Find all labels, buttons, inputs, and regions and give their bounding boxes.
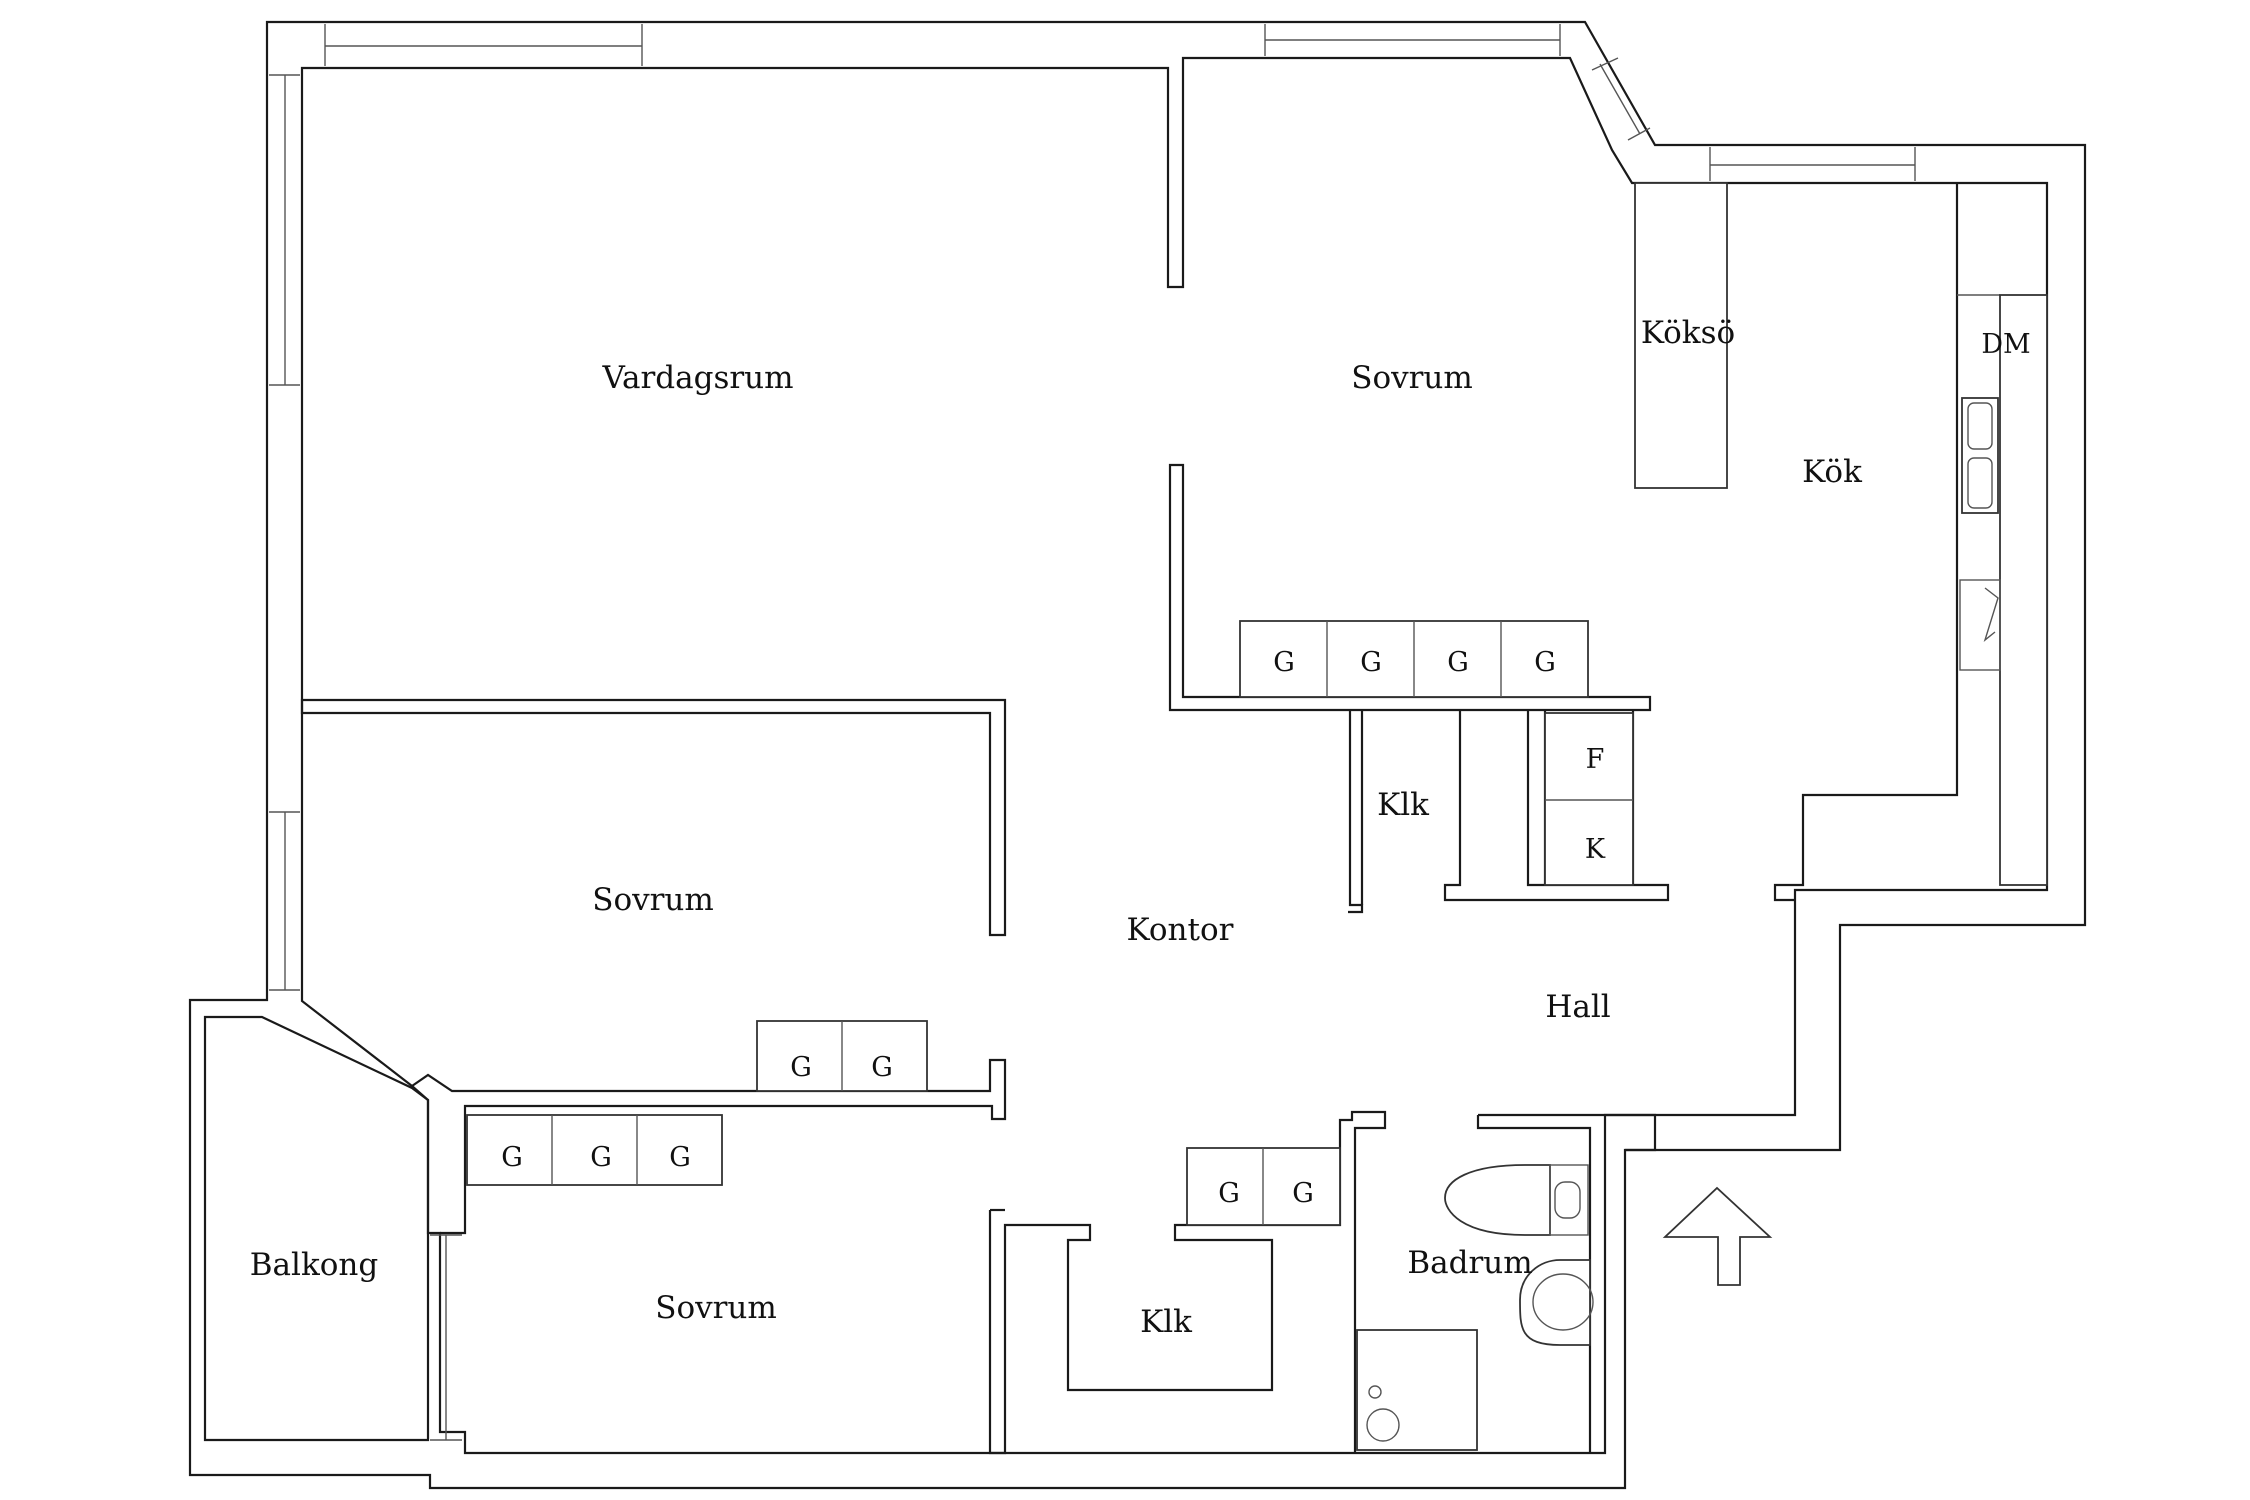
label-sovrum-bottom: Sovrum — [655, 1290, 777, 1326]
wardrobe-label: G — [1292, 1178, 1314, 1209]
outer-walls — [188, 20, 2087, 1490]
label-dm: DM — [1981, 329, 2030, 360]
wardrobe-label: G — [669, 1142, 691, 1173]
wardrobe-lower-bedroom-row — [466, 1114, 723, 1186]
dishwasher — [1999, 294, 2048, 886]
label-kontor: Kontor — [1127, 912, 1234, 948]
washbasin — [1519, 1259, 1591, 1346]
wardrobe-label: G — [1273, 647, 1295, 678]
label-balkong: Balkong — [250, 1247, 378, 1283]
label-k: K — [1585, 834, 1606, 865]
wardrobe-fk — [1544, 712, 1634, 886]
label-badrum: Badrum — [1407, 1245, 1532, 1281]
bathroom-fixtures — [1356, 1164, 1594, 1451]
wardrobe-bedroom-row — [756, 1020, 928, 1092]
wardrobe-label: G — [501, 1142, 523, 1173]
wardrobe-label: G — [871, 1052, 893, 1083]
label-koksoe: Köksö — [1641, 315, 1735, 351]
label-sovrum-middle: Sovrum — [592, 882, 714, 918]
wardrobe-label: G — [590, 1142, 612, 1173]
label-klk-upper: Klk — [1377, 787, 1429, 823]
toilet — [1444, 1164, 1551, 1236]
label-f: F — [1586, 744, 1605, 775]
interior-walls — [300, 183, 1959, 1455]
entrance-arrow-icon — [1662, 1186, 1773, 1286]
wardrobe-label: G — [1534, 647, 1556, 678]
label-hall: Hall — [1545, 989, 1610, 1025]
wardrobe-label: G — [1360, 647, 1382, 678]
windows — [269, 24, 1916, 1441]
wardrobe-hall-row — [1239, 620, 1589, 698]
label-sovrum-top: Sovrum — [1351, 360, 1473, 396]
shower — [1356, 1329, 1478, 1451]
wardrobe-klk-row — [1186, 1147, 1341, 1226]
label-vardagsrum: Vardagsrum — [601, 360, 793, 396]
wardrobe-label: G — [790, 1052, 812, 1083]
wardrobe-label: G — [1447, 647, 1469, 678]
kitchen-island — [1634, 182, 1728, 489]
label-kok: Kök — [1802, 454, 1862, 490]
kitchen-fixtures — [1634, 182, 2048, 886]
label-klk-lower: Klk — [1140, 1304, 1192, 1340]
wardrobe-label: G — [1218, 1178, 1240, 1209]
